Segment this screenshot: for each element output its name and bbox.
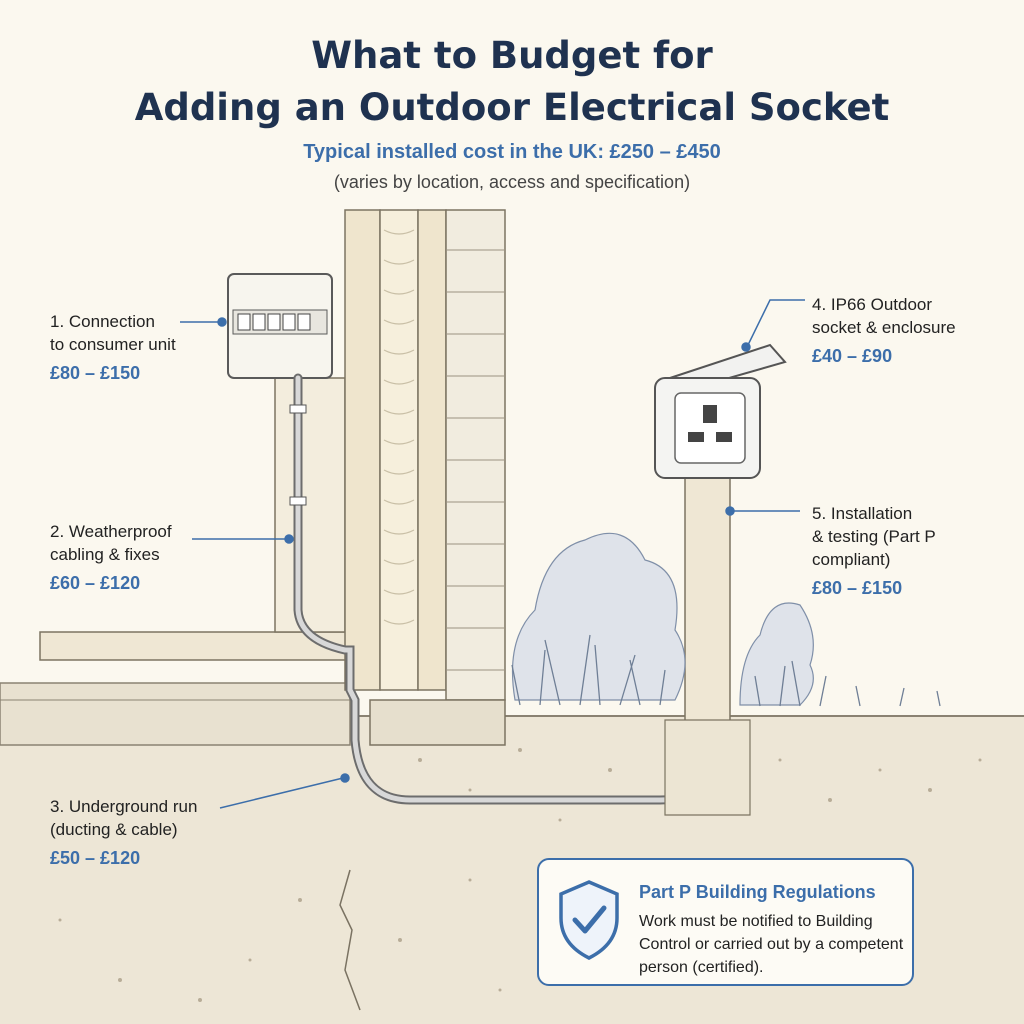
wall-timber-outer: [417, 209, 447, 691]
soil-crack: [339, 869, 361, 1011]
callout-5-line-3: compliant): [812, 550, 891, 569]
soil-speckles: [58, 748, 982, 1002]
info-box-title: Part P Building Regulations: [639, 882, 876, 902]
ip66-outdoor-socket: [654, 343, 787, 479]
patio-slab: [0, 682, 351, 746]
foundation: [369, 699, 506, 746]
consumer-unit: [227, 273, 333, 379]
callout-5-line-1: 5. Installation: [812, 504, 913, 523]
part-p-info-box: Part P Building Regulations Work must be…: [537, 858, 914, 986]
cost-note: (varies by location, access and specific…: [333, 172, 691, 192]
wall-insulation: [379, 209, 419, 691]
callout-4-line-1: 4. IP66 Outdoor: [812, 295, 933, 314]
callout-3-line-1: 3. Underground run: [50, 797, 198, 816]
callout-1-line-2: to consumer unit: [50, 335, 176, 354]
callout-installation-testing: 5. Installation & testing (Part P compli…: [812, 502, 936, 600]
callout-4-cost: £40 – £90: [812, 346, 893, 366]
post-footing: [664, 719, 751, 816]
page-title: What to Budget for Adding an Outdoor Ele…: [0, 30, 1024, 134]
grass-blades: [511, 634, 941, 707]
info-box-text: Work must be notified to Building Contro…: [639, 913, 904, 976]
callout-consumer-unit: 1. Connection to consumer unit £80 – £15…: [50, 310, 176, 385]
callout-3-line-2: (ducting & cable): [50, 820, 178, 839]
callout-3-cost: £50 – £120: [50, 848, 141, 868]
interior-wall: [274, 377, 346, 633]
callout-1-line-1: 1. Connection: [50, 312, 155, 331]
callout-underground-run: 3. Underground run (ducting & cable) £50…: [50, 795, 197, 870]
title-line-1: What to Budget for: [311, 34, 713, 77]
shield-check-icon: [559, 880, 619, 960]
wall-timber: [344, 209, 381, 691]
callout-outdoor-socket: 4. IP66 Outdoor socket & enclosure £40 –…: [812, 293, 956, 368]
callout-4-line-2: socket & enclosure: [812, 318, 956, 337]
callout-weatherproof-cabling: 2. Weatherproof cabling & fixes £60 – £1…: [50, 520, 172, 595]
brick-courses: [446, 249, 505, 671]
callout-2-line-1: 2. Weatherproof: [50, 522, 172, 541]
callout-2-cost: £60 – £120: [50, 573, 141, 593]
callout-5-line-2: & testing (Part P: [812, 527, 936, 546]
garden-plants: [511, 532, 814, 706]
callout-5-cost: £80 – £150: [812, 578, 903, 598]
callout-2-line-2: cabling & fixes: [50, 545, 160, 564]
cost-subtitle: Typical installed cost in the UK: £250 –…: [303, 141, 721, 163]
title-line-2: Adding an Outdoor Electrical Socket: [134, 86, 890, 129]
brick-wall: [445, 209, 506, 701]
callout-1-cost: £80 – £150: [50, 363, 141, 383]
socket-post: [684, 477, 731, 726]
leader-lines: [180, 299, 805, 809]
